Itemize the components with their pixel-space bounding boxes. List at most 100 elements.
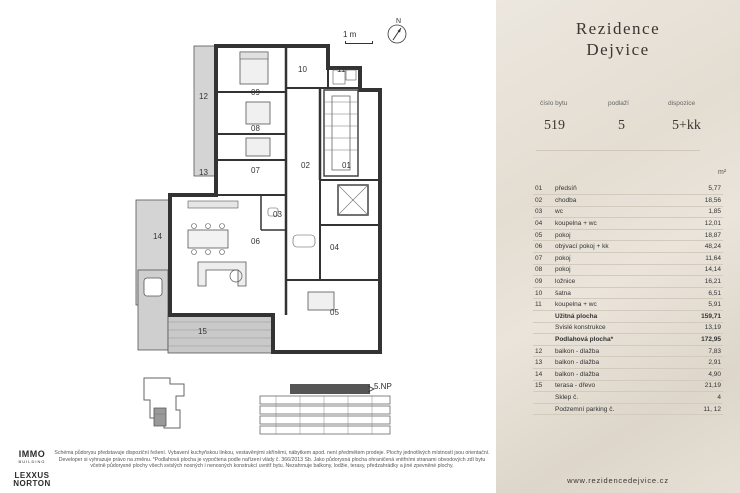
area-name: balkon - dlažba (555, 356, 678, 369)
area-name: pokoj (555, 229, 678, 242)
lexxus-norton-logo: LEXXUS NORTON (8, 471, 56, 489)
area-value: 16,21 (677, 275, 723, 288)
area-value: 172,95 (677, 333, 723, 346)
building-section-drawing (259, 384, 391, 435)
area-name: obývací pokoj + kk (555, 240, 678, 254)
area-name: Podlahová plocha* (555, 333, 678, 346)
area-number: 06 (533, 240, 555, 254)
floor-plan-drawing (135, 44, 382, 354)
table-row: Sklep č.4 (533, 391, 723, 404)
area-name: Svislé konstrukce (555, 322, 678, 335)
area-name: pokoj (555, 264, 678, 277)
area-number: 15 (533, 380, 555, 393)
area-value: 7,83 (677, 345, 723, 358)
info-panel: Rezidence Dejvice číslo bytu podlaží dis… (496, 0, 740, 493)
floor-number-value: 5 (618, 118, 625, 133)
area-value: 5,91 (677, 298, 723, 312)
unit-number-value: 519 (544, 118, 565, 133)
area-number: 07 (533, 252, 555, 265)
north-label: N (396, 18, 401, 25)
area-value: 18,56 (677, 194, 723, 207)
area-value: 1,85 (677, 206, 723, 219)
area-number: 10 (533, 287, 555, 300)
table-row: Podlahová plocha*172,95 (533, 333, 723, 346)
area-number: 02 (533, 194, 555, 207)
area-number: 08 (533, 264, 555, 277)
plan-label-13: 13 (199, 168, 208, 177)
plan-label-04: 04 (330, 243, 339, 252)
area-value: 4,90 (677, 368, 723, 381)
floor-indicator-label: 5.NP (374, 382, 392, 391)
brand-title-line1: Rezidence (575, 19, 661, 38)
plan-label-14: 14 (153, 232, 162, 241)
area-name: Podzemní parking č. (555, 403, 678, 416)
brand-title: Rezidence Dejvice (496, 18, 740, 61)
unit-number-label: číslo bytu (540, 100, 568, 107)
area-value: 4 (677, 391, 723, 404)
area-value: 21,19 (677, 380, 723, 393)
area-name: balkon - dlažba (555, 345, 678, 358)
plan-area: 1 m N (8, 18, 490, 489)
area-value: 159,71 (677, 310, 723, 323)
layout-value: 5+kk (672, 118, 701, 133)
plan-label-02: 02 (301, 161, 310, 170)
layout-label: dispozice (668, 100, 696, 107)
area-number: 12 (533, 345, 555, 358)
brand-title-line2: Dejvice (586, 40, 650, 60)
area-value: 11,64 (677, 252, 723, 265)
area-value: 6,51 (677, 287, 723, 300)
area-number: 09 (533, 275, 555, 288)
area-name: pokoj (555, 252, 678, 265)
website-url: www.rezidencedejvice.cz (567, 476, 669, 485)
immo-logo-subtext: BUILDING (18, 459, 46, 464)
area-value: 48,24 (677, 240, 723, 254)
plan-label-15: 15 (198, 327, 207, 336)
area-name: koupelna + wc (555, 298, 678, 312)
area-number: 04 (533, 217, 555, 230)
area-number (533, 333, 555, 346)
area-number: 11 (533, 298, 555, 312)
area-number: 01 (533, 183, 555, 196)
north-arrow-icon: N (387, 18, 407, 44)
area-value: 18,87 (677, 229, 723, 242)
plan-label-08: 08 (251, 124, 260, 133)
plan-label-01: 01 (342, 161, 351, 170)
area-unit-label: m² (718, 169, 727, 176)
area-value: 14,14 (677, 264, 723, 277)
area-number: 13 (533, 356, 555, 369)
area-number (533, 403, 555, 416)
key-plan-drawing (143, 377, 185, 429)
area-name: Sklep č. (555, 391, 678, 404)
disclaimer-text: Schéma půdorysu představuje dispoziční ř… (54, 450, 490, 470)
norton-logo-text: NORTON (13, 479, 51, 489)
floor-number-label: podlaží (608, 100, 629, 107)
area-number (533, 310, 555, 323)
area-name: terasa - dřevo (555, 380, 678, 393)
scale-bar (345, 41, 373, 44)
area-name: Užitná plocha (555, 310, 678, 323)
area-number: 05 (533, 229, 555, 242)
area-name: wc (555, 206, 678, 219)
area-number (533, 391, 555, 404)
plan-label-06: 06 (251, 237, 260, 246)
area-name: koupelna + wc (555, 217, 678, 230)
plan-label-12: 12 (199, 92, 208, 101)
plan-label-05: 05 (330, 308, 339, 317)
area-value: 12,01 (677, 217, 723, 230)
area-value: 11, 12 (677, 403, 723, 416)
table-row: Podzemní parking č.11, 12 (533, 403, 723, 416)
area-number (533, 322, 555, 335)
area-value: 2,91 (677, 356, 723, 369)
